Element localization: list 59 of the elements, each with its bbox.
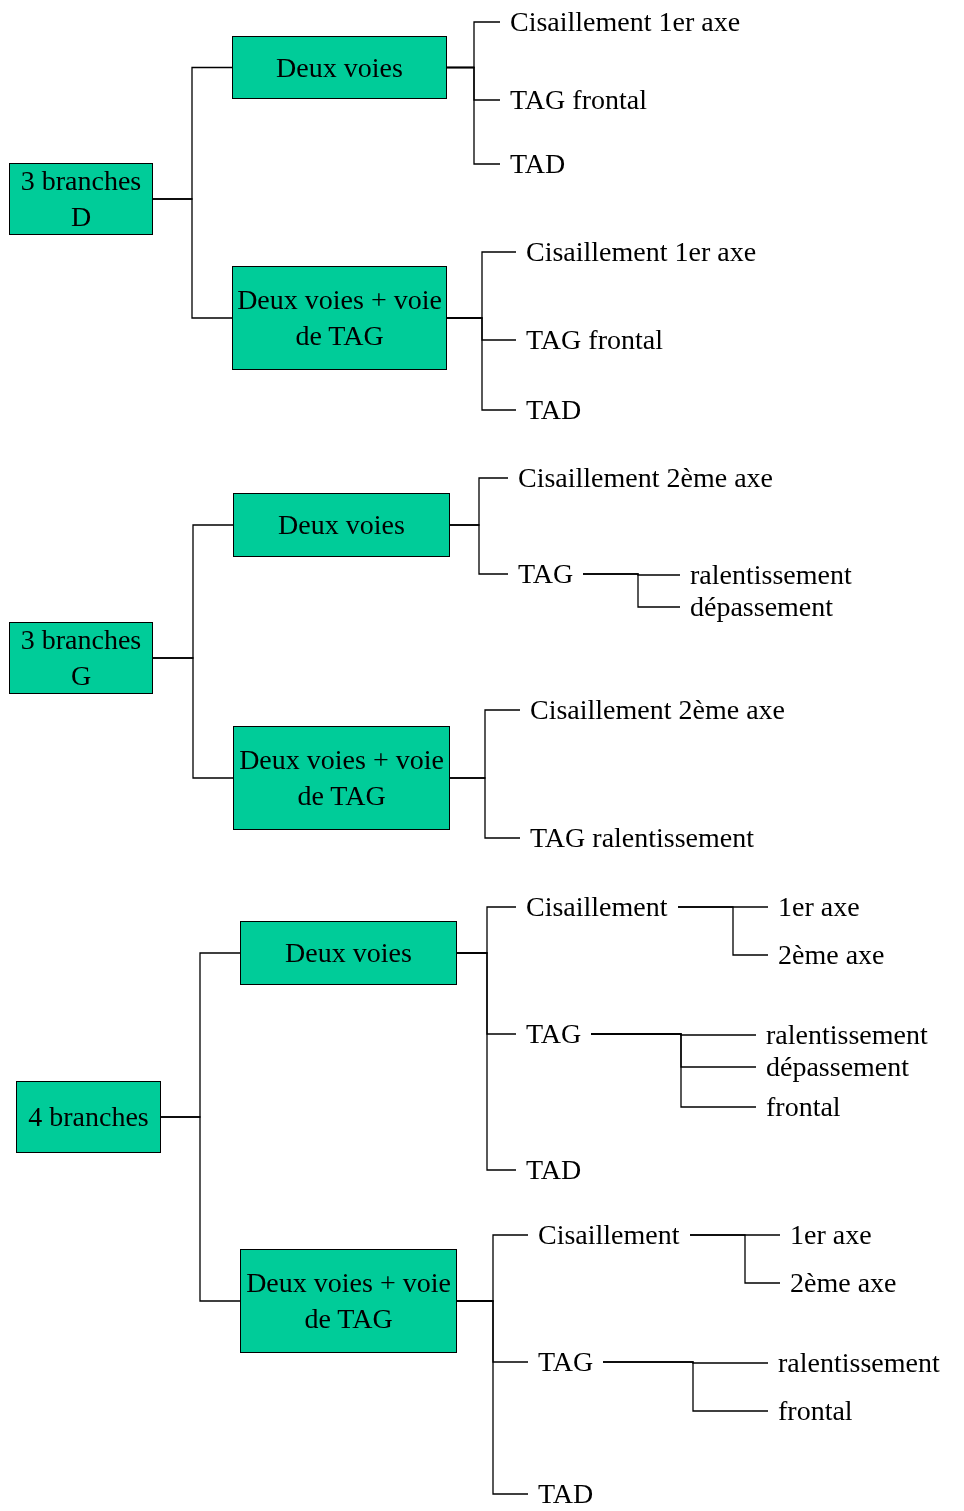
- branch-label: TAD: [500, 148, 566, 180]
- branch-label: Cisaillement 2ème axe: [520, 694, 786, 726]
- branch-label: TAD: [516, 394, 582, 426]
- branch-label: TAG: [508, 558, 584, 590]
- branch-label: Cisaillement 1er axe: [500, 6, 741, 38]
- connector-line: [677, 906, 769, 956]
- branch-label: dépassement: [756, 1051, 910, 1083]
- process-box: [9, 163, 153, 235]
- process-box: [16, 1081, 161, 1153]
- process-box: [240, 1249, 457, 1353]
- branch-label: dépassement: [680, 591, 834, 623]
- branch-label: ralentissement: [768, 1347, 940, 1379]
- branch-label: 2ème axe: [780, 1267, 897, 1299]
- process-box: [232, 266, 447, 370]
- branch-label: 1er axe: [768, 891, 860, 923]
- branch-label: 2ème axe: [768, 939, 885, 971]
- branch-label: Cisaillement 2ème axe: [508, 462, 774, 494]
- connector-line: [582, 573, 681, 608]
- box-label: 4 branches: [28, 1100, 149, 1134]
- box-label: 3 branches D: [19, 164, 143, 234]
- connector-line: [449, 524, 509, 575]
- branch-label: 1er axe: [780, 1219, 872, 1251]
- connector-line: [160, 1116, 241, 1302]
- branch-label: Cisaillement: [528, 1219, 690, 1251]
- connector-line: [456, 1300, 529, 1495]
- process-box: [240, 921, 457, 985]
- box-label: Deux voies + voie de TAG: [245, 1266, 452, 1336]
- branch-label: TAG ralentissement: [520, 822, 755, 854]
- branch-label: TAD: [528, 1478, 594, 1510]
- process-box: [233, 493, 450, 557]
- branch-label: TAG frontal: [516, 324, 663, 356]
- box-label: 3 branches G: [19, 623, 143, 693]
- connector-line: [590, 1033, 757, 1108]
- branch-label: Cisaillement 1er axe: [516, 236, 757, 268]
- box-label: Deux voies + voie de TAG: [238, 743, 445, 813]
- branch-label: frontal: [768, 1395, 853, 1427]
- process-box: [9, 622, 153, 694]
- box-label: Deux voies: [276, 50, 403, 85]
- branch-label: Cisaillement: [516, 891, 678, 923]
- connector-line: [449, 777, 521, 839]
- branch-label: frontal: [756, 1091, 841, 1123]
- branch-label: TAG frontal: [500, 84, 647, 116]
- box-label: Deux voies: [278, 508, 405, 542]
- connector-line: [602, 1361, 769, 1412]
- branch-label: ralentissement: [680, 559, 852, 591]
- connector-line: [456, 952, 517, 1171]
- branch-label: TAG: [528, 1346, 604, 1378]
- connector-line: [689, 1234, 781, 1284]
- branch-label: TAG: [516, 1018, 592, 1050]
- process-box: [232, 36, 447, 99]
- connector-line: [446, 317, 517, 411]
- box-label: Deux voies: [285, 936, 412, 970]
- connector-line: [152, 198, 233, 319]
- branch-label: TAD: [516, 1154, 582, 1186]
- box-label: Deux voies + voie de TAG: [236, 283, 443, 353]
- connector-line: [446, 66, 501, 165]
- process-box: [233, 726, 450, 830]
- branch-label: ralentissement: [756, 1019, 928, 1051]
- connector-line: [152, 657, 234, 779]
